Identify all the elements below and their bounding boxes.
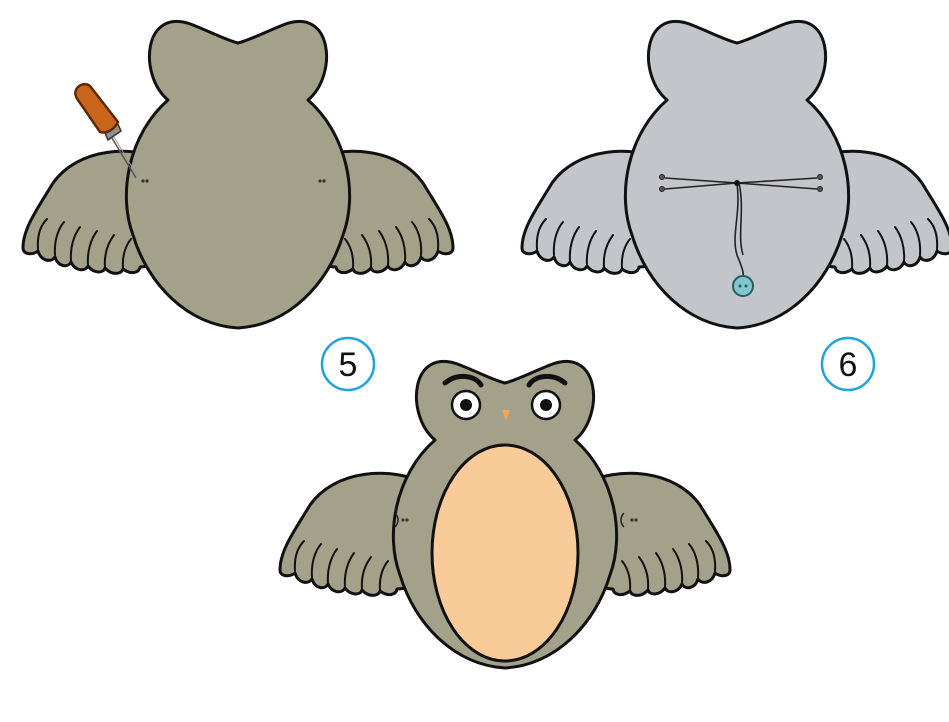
- button-icon: [733, 276, 753, 296]
- step6-owl: [522, 21, 949, 328]
- step-6-badge: 6: [822, 338, 874, 390]
- belly-icon: [432, 445, 578, 661]
- step5-owl: [23, 21, 453, 328]
- step-5-badge: 5: [322, 338, 374, 390]
- step-5-number: 5: [339, 346, 358, 384]
- step5-body: [126, 21, 349, 328]
- step-6-number: 6: [839, 346, 858, 384]
- final-owl: [280, 361, 730, 668]
- step6-knot: [734, 180, 740, 186]
